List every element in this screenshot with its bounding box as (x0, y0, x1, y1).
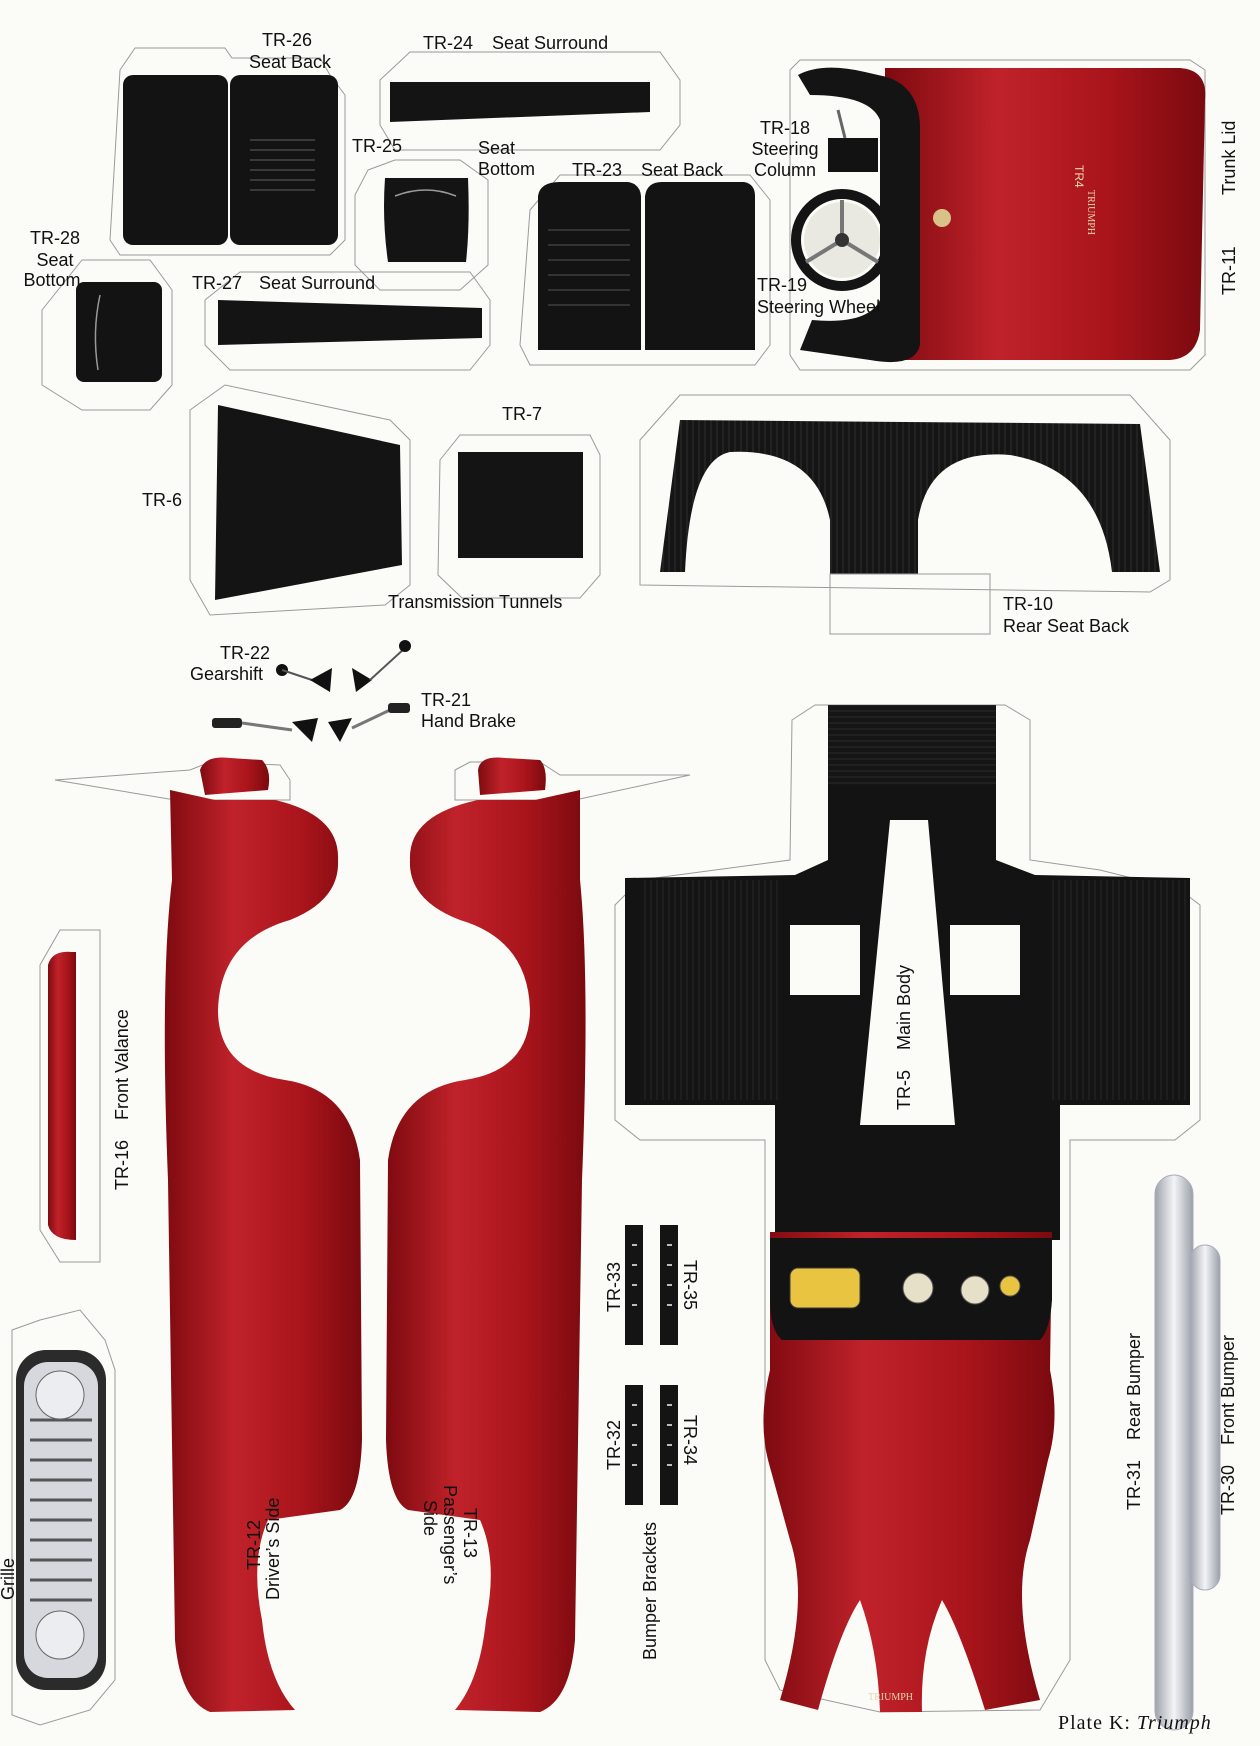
tr27-code: TR-27 (192, 273, 243, 293)
plate-title: Triumph (1137, 1712, 1212, 1734)
tr22-code: TR-22 (219, 643, 270, 663)
tr24-code: TR-24 (423, 33, 474, 53)
tr10-name: Rear Seat Back (1003, 616, 1130, 636)
tr13-name-2: Side (420, 1500, 440, 1537)
tr33-code: TR-33 (604, 1261, 624, 1312)
tr35-code: TR-35 (680, 1260, 700, 1311)
tr32-code: TR-32 (604, 1419, 624, 1470)
tr18-name-1: Steering (751, 139, 819, 159)
part-bumper-brackets[interactable] (625, 1225, 678, 1505)
tr7-code: TR-7 (502, 404, 542, 424)
tr30-code: TR-30 (1218, 1464, 1238, 1515)
tr13-name-1: Passenger’s (440, 1485, 460, 1585)
tr30-name: Front Bumper (1218, 1334, 1238, 1445)
bumper-brackets-label: Bumper Brackets (640, 1521, 660, 1660)
tr27-name: Seat Surround (259, 273, 376, 293)
trunk-brand-decal: TRIUMPH (1085, 190, 1096, 235)
tr11-code: TR-11 (1219, 246, 1239, 295)
tr16-name: Front Valance (112, 1009, 132, 1120)
tr11-name: Trunk Lid (1219, 120, 1239, 195)
tr13-code: TR-13 (460, 1508, 480, 1559)
part-tr27-seat-surround[interactable] (204, 271, 491, 371)
part-tr30-front-bumper[interactable] (1189, 1244, 1221, 1591)
tr25-code: TR-25 (352, 136, 403, 156)
tr26-code: TR-26 (261, 30, 312, 50)
tr28-name-2: Bottom (23, 270, 81, 290)
part-tr13-passengers-side[interactable] (386, 757, 691, 1713)
plate-prefix: Plate K: (1058, 1712, 1131, 1734)
tr21-code: TR-21 (421, 690, 472, 710)
part-tr23-seat-back[interactable] (519, 174, 771, 366)
part-tr5-main-body[interactable]: TRIUMPH (614, 704, 1201, 1713)
tr26-name: Seat Back (248, 52, 332, 72)
tr28-name-1: Seat (36, 250, 74, 270)
tr22-name: Gearshift (190, 664, 264, 684)
part-tr31-rear-bumper[interactable] (1154, 1174, 1194, 1731)
tr16-code: TR-16 (112, 1139, 132, 1190)
part-tr18-steering-column[interactable] (828, 109, 878, 172)
part-tr24-seat-surround[interactable] (379, 51, 681, 151)
tr23-code: TR-23 (572, 160, 623, 180)
part-tr17-grille[interactable] (11, 1309, 116, 1726)
tr25-name-2: Bottom (478, 159, 536, 179)
part-tr10-rear-seat-back[interactable] (639, 394, 1171, 635)
part-tr19-steering-wheel[interactable] (791, 189, 893, 291)
plate-caption: Plate K: Triumph (1058, 1712, 1212, 1735)
tr6-code: TR-6 (142, 490, 182, 510)
part-tr7-transmission-tunnel[interactable] (437, 434, 601, 599)
part-tr12-drivers-side[interactable] (54, 757, 362, 1713)
tr5-code: TR-5 (894, 1070, 914, 1110)
tr19-code: TR-19 (757, 275, 808, 295)
tr10-code: TR-10 (1003, 594, 1054, 614)
part-tr26-seat-back[interactable] (109, 47, 346, 256)
tr31-code: TR-31 (1124, 1459, 1144, 1510)
part-tr6-transmission-tunnel[interactable] (189, 384, 411, 616)
tr24-name: Seat Surround (492, 33, 609, 53)
tr18-code: TR-18 (759, 118, 810, 138)
part-tr11-trunk-lid[interactable]: TR4 TRIUMPH (789, 59, 1206, 371)
part-tr25-seat-bottom[interactable] (354, 159, 489, 291)
tr18-name-2: Column (753, 160, 817, 180)
tr5-name: Main Body (894, 964, 914, 1050)
part-tr16-front-valance[interactable] (39, 929, 101, 1263)
part-tr21-hand-brake[interactable] (212, 703, 410, 742)
tr12-code: TR-12 (244, 1519, 264, 1570)
tr28-code: TR-28 (29, 228, 80, 248)
transmission-label: Transmission Tunnels (388, 592, 563, 612)
tr21-name: Hand Brake (421, 711, 517, 731)
tr17-name: Grille (0, 1557, 18, 1600)
tr19-name: Steering Wheel (757, 297, 881, 317)
hood-brand-decal: TRIUMPH (868, 1692, 913, 1703)
tr12-name: Driver’s Side (263, 1497, 283, 1600)
part-tr28-seat-bottom[interactable] (41, 259, 173, 411)
tr23-name: Seat Back (641, 160, 724, 180)
part-tr22-gearshift[interactable] (276, 640, 411, 692)
tr31-name: Rear Bumper (1124, 1332, 1144, 1440)
tr25-name-1: Seat (478, 138, 516, 158)
tr34-code: TR-34 (680, 1415, 700, 1466)
trunk-badge: TR4 (1072, 165, 1086, 188)
